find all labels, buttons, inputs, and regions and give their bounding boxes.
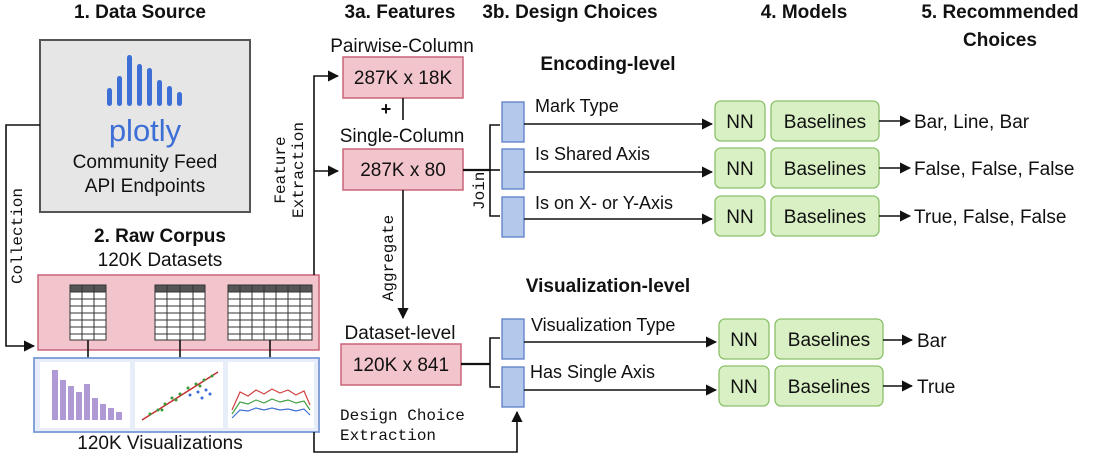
visualization-choice-row: Has Single Axis NN Baselines True	[501, 362, 955, 408]
nn-box	[718, 318, 770, 360]
baselines-label: Baselines	[788, 330, 870, 351]
baselines-box	[774, 318, 884, 360]
choice-indicator	[501, 101, 525, 143]
baselines-label: Baselines	[784, 159, 866, 180]
baselines-label: Baselines	[784, 207, 866, 228]
design-choice-extraction-label-2: Extraction	[340, 427, 436, 445]
baselines-label: Baselines	[784, 112, 866, 133]
pairwise-column-label: Pairwise-Column	[330, 36, 474, 57]
choice-label: Is on X- or Y-Axis	[535, 193, 673, 213]
nn-box	[718, 365, 770, 407]
line-chart-thumbnail	[228, 362, 314, 428]
choice-indicator	[501, 196, 525, 238]
pairwise-box	[342, 56, 464, 99]
nn-label: NN	[730, 377, 757, 398]
plus-sign: +	[381, 99, 392, 119]
encoding-choice-row: Mark Type NN Baselines Bar, Line, Bar	[501, 96, 1030, 143]
table-icon	[154, 284, 206, 341]
choice-label: Has Single Axis	[530, 362, 655, 382]
result-text: True	[917, 377, 955, 398]
table-icon	[227, 284, 313, 341]
aggregate-label: Aggregate	[380, 215, 398, 301]
raw-corpus-title: 2. Raw Corpus	[94, 226, 226, 247]
feature-extraction-label: Feature	[272, 136, 290, 203]
nn-box	[714, 100, 766, 142]
nn-label: NN	[726, 112, 753, 133]
plotly-bars-icon	[107, 55, 182, 106]
result-text: Bar	[917, 331, 947, 352]
pairwise-size: 287K x 18K	[354, 68, 453, 89]
choice-label: Mark Type	[535, 96, 619, 116]
encoding-choice-row: Is Shared Axis NN Baselines False, False…	[501, 144, 1075, 190]
feature-extraction-label-2: Extraction	[290, 122, 308, 218]
baselines-label: Baselines	[788, 377, 870, 398]
header-data-source: 1. Data Source	[74, 2, 206, 23]
bar-chart-thumbnail	[40, 362, 130, 428]
join-label: Join	[471, 172, 489, 210]
result-text: Bar, Line, Bar	[914, 112, 1030, 133]
dataset-level-size: 120K x 841	[353, 355, 449, 376]
header-features: 3a. Features	[345, 2, 456, 23]
scatter-chart-thumbnail	[135, 362, 223, 428]
source-line-2: API Endpoints	[85, 176, 205, 197]
encoding-choice-row: Is on X- or Y-Axis NN Baselines True, Fa…	[501, 193, 1066, 238]
design-choice-extraction-label: Design Choice	[340, 407, 465, 425]
visualizations-label: 120K Visualizations	[77, 433, 242, 454]
header-recommended-choices: Choices	[963, 30, 1037, 51]
nn-label: NN	[730, 330, 757, 351]
result-text: False, False, False	[914, 159, 1075, 180]
header-design-choices: 3b. Design Choices	[482, 2, 657, 23]
choice-indicator	[501, 366, 525, 408]
single-column-size: 287K x 80	[360, 160, 446, 181]
datasets-label: 120K Datasets	[98, 250, 223, 271]
header-models: 4. Models	[761, 2, 848, 23]
single-column-box	[342, 148, 464, 191]
collection-arrow	[5, 124, 40, 352]
nn-box	[714, 195, 766, 237]
choice-indicator	[501, 148, 525, 190]
vis-join-bracket	[489, 337, 500, 388]
choice-label: Is Shared Axis	[535, 144, 650, 164]
visualization-choice-row: Visualization Type NN Baselines Bar	[501, 315, 947, 360]
nn-box	[714, 147, 766, 189]
nn-label: NN	[726, 159, 753, 180]
table-icon	[69, 284, 107, 341]
dataset-level-label: Dataset-level	[345, 323, 456, 344]
source-line-1: Community Feed	[73, 152, 218, 173]
plotly-logo-text: plotly	[109, 113, 182, 148]
header-recommended: 5. Recommended	[921, 2, 1078, 23]
single-column-label: Single-Column	[340, 126, 465, 147]
encoding-level-title: Encoding-level	[540, 54, 675, 75]
data-source-box	[39, 39, 251, 213]
visualization-level-title: Visualization-level	[526, 276, 690, 297]
result-text: True, False, False	[914, 207, 1066, 228]
choice-indicator	[501, 318, 525, 360]
design-choice-extraction-arrow	[313, 410, 523, 453]
feature-extraction-arrow	[313, 70, 340, 275]
nn-label: NN	[726, 207, 753, 228]
choice-label: Visualization Type	[531, 315, 675, 335]
collection-label: Collection	[9, 188, 27, 284]
